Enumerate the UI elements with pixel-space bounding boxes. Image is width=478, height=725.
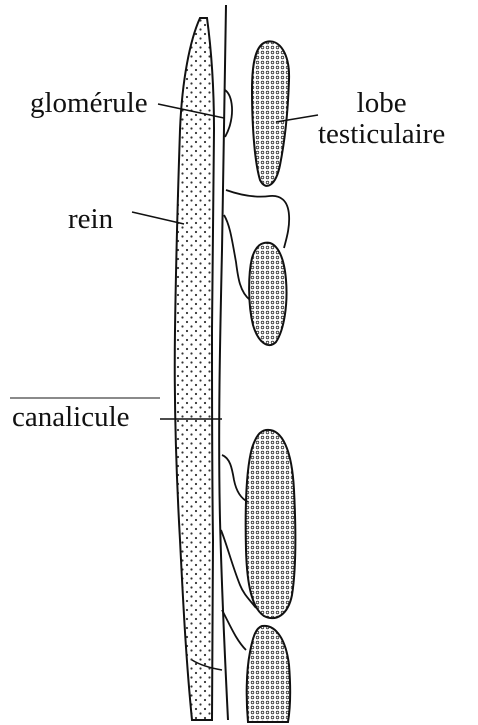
label-lobe-line1: lobe: [318, 88, 445, 119]
efferent-duct-1: [226, 190, 289, 248]
label-lobe-line2: testiculaire: [318, 119, 445, 150]
efferent-duct-5: [222, 610, 246, 650]
testicular-lobe-2: [249, 243, 286, 345]
testicular-lobe-4: [247, 626, 290, 722]
label-lobe-testiculaire: lobe testiculaire: [318, 88, 445, 150]
leader-rein: [132, 212, 184, 224]
efferent-duct-2: [224, 215, 250, 300]
testicular-lobe-3: [246, 430, 296, 618]
label-glomerule: glomérule: [30, 88, 148, 119]
kidney-band: [175, 18, 214, 720]
label-rein: rein: [68, 204, 113, 235]
glomerulus: [225, 90, 232, 137]
efferent-duct-3: [222, 455, 248, 502]
label-canalicule: canalicule: [12, 402, 130, 433]
testicular-lobe-1: [252, 41, 289, 185]
